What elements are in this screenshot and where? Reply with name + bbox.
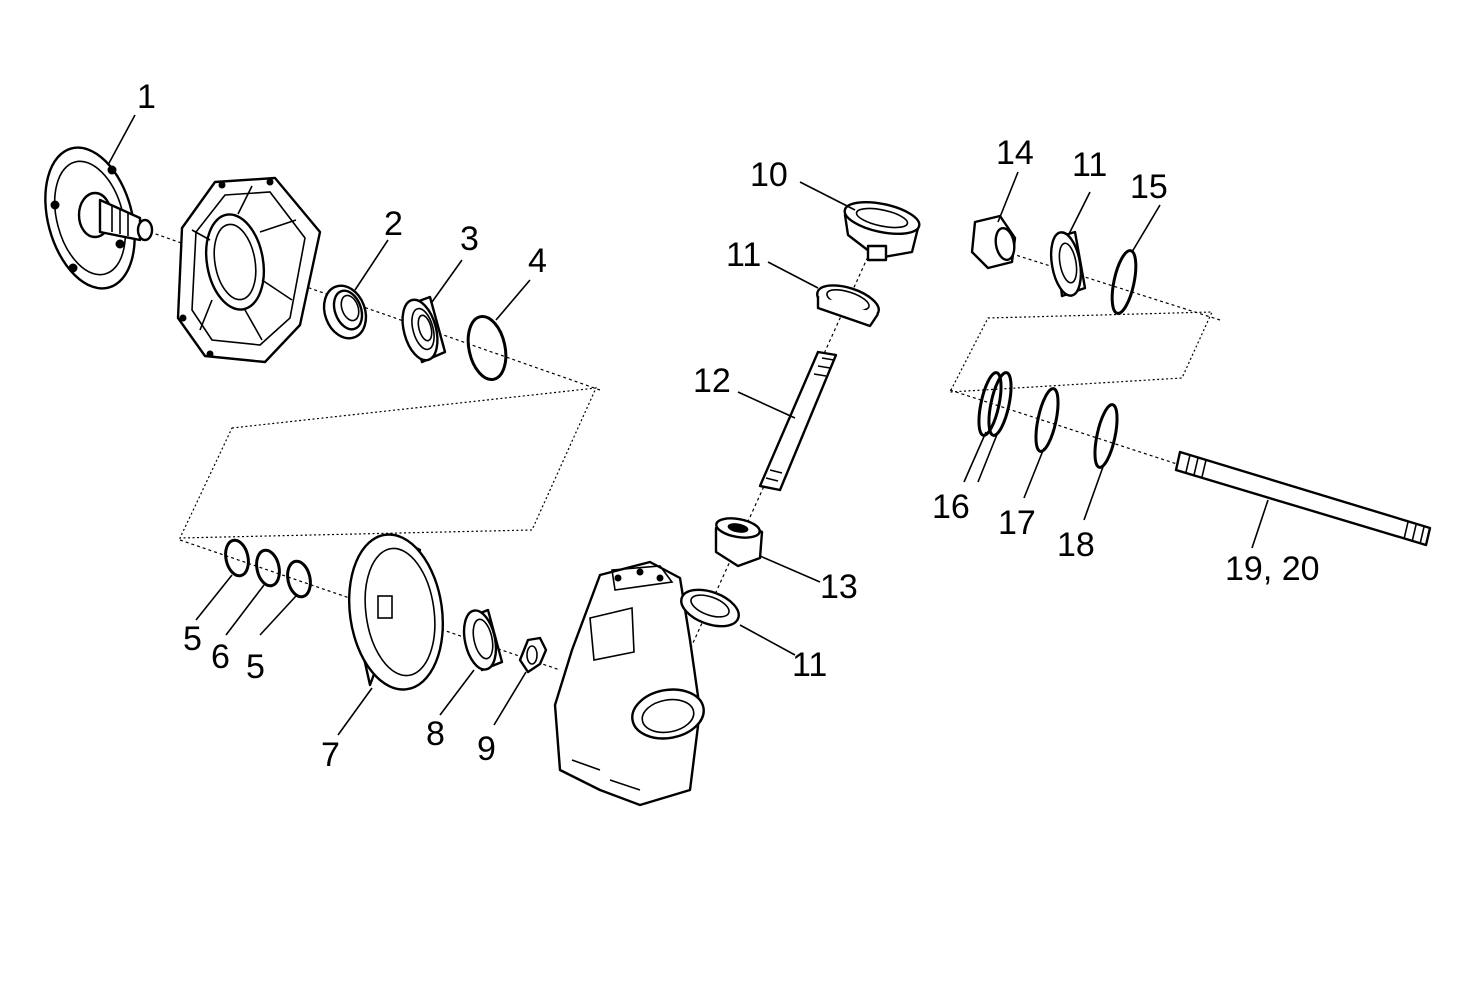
callout-17: 17 [998,504,1036,542]
group-box-left [179,387,597,539]
part-16-rings [977,371,1013,437]
part-9-nut [518,636,548,674]
part-18-ring [1093,403,1119,469]
part-2-seal [322,284,368,340]
part-8-bearing [462,608,504,672]
part-13-spacer [714,517,764,568]
callout-4: 4 [528,242,547,280]
leader-lines [107,114,1269,736]
callout-11a: 11 [726,236,761,274]
callout-12: 12 [693,362,731,400]
callout-numbers: 1 2 3 4 5 6 5 7 8 9 10 11 11 11 12 13 14… [137,78,1320,774]
callout-13: 13 [820,568,858,606]
housing-cover [176,176,322,364]
callout-5b: 5 [246,648,265,686]
callout-11c: 11 [792,646,827,684]
part-10-pinion-gear [843,200,921,262]
callout-14: 14 [996,134,1034,172]
callout-8: 8 [426,715,445,753]
part-12-shaft [758,350,838,492]
callout-11b: 11 [1072,146,1107,184]
callout-19-20: 19, 20 [1225,550,1320,588]
group-box-right [948,311,1213,393]
parts-5-6-5-shims [224,538,312,599]
part-17-ring [1034,387,1060,453]
callout-6: 6 [211,638,230,676]
part-19-20-axle [1174,450,1432,547]
callout-15: 15 [1130,168,1168,206]
callout-3: 3 [460,220,479,258]
part-11-bearing-upper [816,284,880,328]
callout-2: 2 [384,205,403,243]
part-11-bearing-lower [680,588,740,628]
callout-7: 7 [321,736,340,774]
callout-9: 9 [477,730,496,768]
callout-1: 1 [137,78,156,116]
part-4-circlip [466,314,508,382]
part-15-circlip [1110,249,1138,315]
part-11-bearing-right [1049,230,1087,298]
callout-18: 18 [1057,526,1095,564]
part-14-hub [970,214,1017,270]
part-7-bevel-gear [347,533,445,691]
callout-5a: 5 [183,620,202,658]
part-3-bearing [401,295,447,364]
part-1-flange [44,146,154,290]
gearbox-housing [553,560,705,807]
callout-16: 16 [932,488,970,526]
callout-10: 10 [750,156,788,194]
